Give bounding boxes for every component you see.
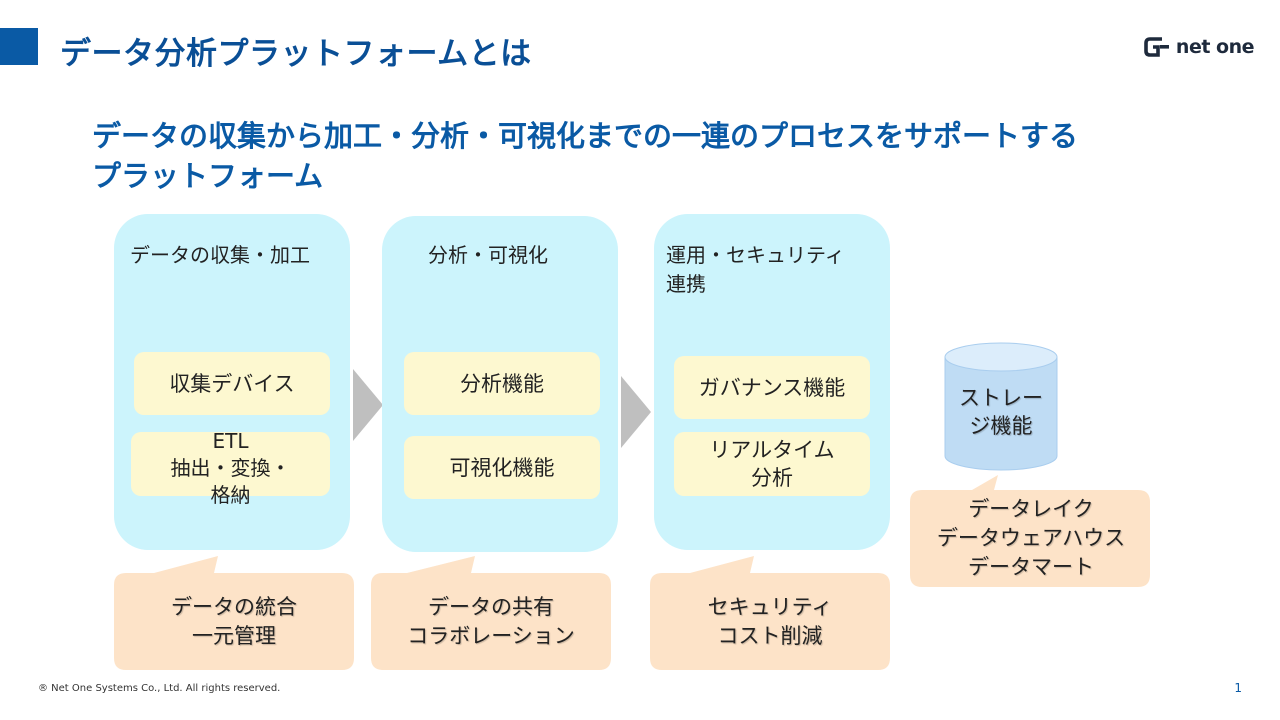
item-analysis-function: 分析機能	[404, 352, 600, 415]
callout-bubble-icon	[910, 475, 1150, 587]
callout-storage-text: データレイク データウェアハウス データマート	[936, 497, 1126, 579]
title-accent-bar	[0, 28, 38, 65]
copyright-footer: ® Net One Systems Co., Ltd. All rights r…	[38, 683, 281, 694]
stage-title-operation: 運用・セキュリティ 連携	[666, 243, 845, 296]
callout-benefit-operation-text: セキュリティ コスト削減	[707, 594, 833, 648]
subtitle-line-2: プラットフォーム	[92, 159, 324, 193]
item-etl: ETL 抽出・変換・ 格納	[131, 429, 330, 507]
callout-benefit-collect: データの統合 一元管理	[114, 556, 354, 670]
net-one-logo-icon	[1144, 37, 1169, 57]
callout-benefit-analyze: データの共有 コラボレーション	[371, 556, 611, 670]
slide-title: データ分析プラットフォームとは	[60, 36, 532, 72]
callout-benefit-operation: セキュリティ コスト削減	[650, 556, 890, 670]
callout-bubble-icon	[650, 556, 890, 670]
item-visualization-function: 可視化機能	[404, 436, 600, 499]
item-collection-device: 収集デバイス	[134, 352, 330, 415]
callout-bubble-icon	[114, 556, 354, 670]
logo-text: net one	[1175, 36, 1255, 58]
storage-label: ストレー ジ機能	[959, 386, 1043, 438]
subtitle-line-1: データの収集から加工・分析・可視化までの一連のプロセスをサポートする	[92, 119, 1079, 153]
company-logo: net one	[1144, 36, 1255, 58]
item-governance-function: ガバナンス機能	[674, 356, 870, 419]
callout-bubble-icon	[371, 556, 611, 670]
stage-title-analyze: 分析・可視化	[428, 243, 548, 267]
slide-subtitle: データの収集から加工・分析・可視化までの一連のプロセスをサポートする プラットフ…	[92, 116, 1078, 196]
callout-benefit-collect-text: データの統合 一元管理	[171, 594, 297, 648]
flow-arrow-2-icon	[621, 376, 651, 448]
flow-arrow-1-icon	[353, 369, 383, 441]
callout-benefit-analyze-text: データの共有 コラボレーション	[407, 594, 575, 648]
callout-storage-types: データレイク データウェアハウス データマート	[910, 475, 1152, 587]
storage-cylinder: ストレー ジ機能	[944, 342, 1058, 472]
item-realtime-analysis: リアルタイム 分析	[674, 432, 870, 496]
page-number: 1	[1234, 681, 1242, 695]
stage-title-collect: データの収集・加工	[130, 243, 310, 267]
database-cylinder-icon	[944, 342, 1058, 471]
